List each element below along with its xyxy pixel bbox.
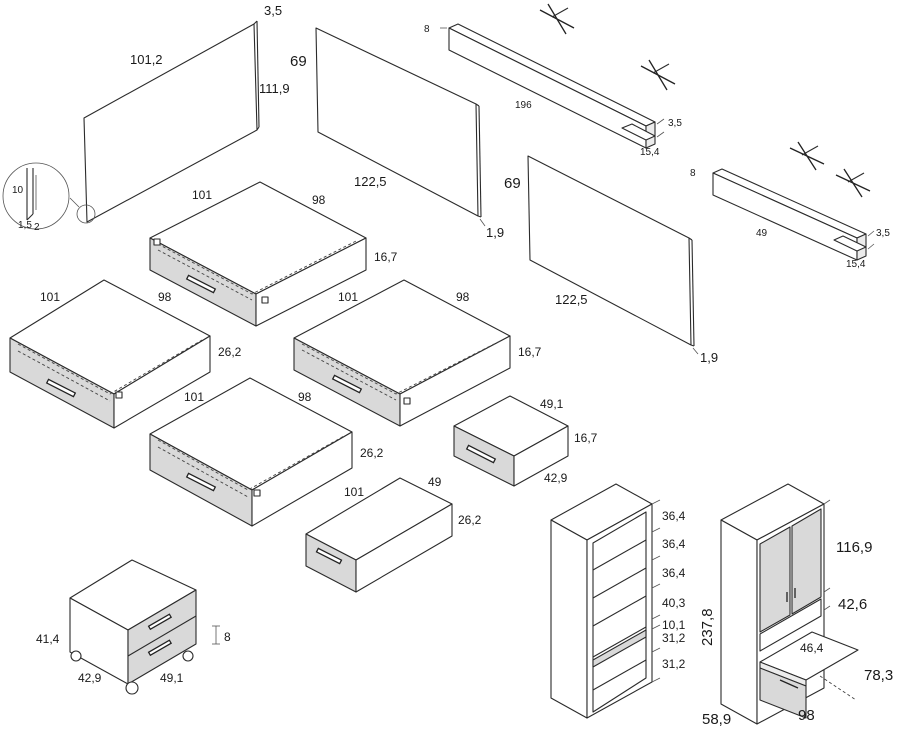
wardrobe-upper-label: 116,9 [836,539,872,556]
detail-left-label: 1,5 [18,220,32,231]
drawer-b-height-label: 26,2 [218,345,242,359]
drawer-f: 49,1 16,7 42,9 [453,395,598,487]
drawer-d-depth-label: 98 [298,390,312,404]
panel-3-width-label: 122,5 [555,292,588,307]
drawer-a: 101 98 16,7 [149,181,398,327]
drawer-e: 101 49 26,2 [305,475,482,593]
drawer-c-height-label: 16,7 [518,345,542,359]
panel-1-thickness-label: 3,5 [264,3,282,18]
detail-right-label: 2 [34,222,40,233]
drawer-c: 101 98 16,7 [293,279,542,427]
wardrobe-depth-label: 98 [798,707,815,724]
shelf-bracket-icon [640,59,676,91]
bookcase: 36,4 36,4 36,4 40,3 10,1 31,2 31,2 237,8 [550,483,716,719]
castor-icon [182,650,194,662]
pedestal: 41,4 42,9 49,1 8 [36,559,231,695]
wardrobe-desk-height-label: 78,3 [864,667,893,684]
wardrobe-middle-label: 42,6 [838,596,867,613]
panel-2: 69 122,5 1,9 [290,27,504,240]
shelf-bracket-icon [539,3,575,35]
shelf-long-length-label: 196 [515,100,532,111]
shelf-long-depth-label: 15,4 [640,147,660,158]
panel-1: 101,2 111,9 3,5 [69,3,290,224]
drawer-c-width-label: 101 [338,290,358,304]
panel-2-thickness-label: 1,9 [486,225,504,240]
shelf-long-height-label: 8 [424,24,430,35]
panel-1-height-label: 111,9 [259,81,290,96]
castor-icon [125,681,139,695]
pedestal-width-label: 42,9 [78,671,102,685]
drawer-b-width-label: 101 [40,290,60,304]
bookcase-section-1-label: 36,4 [662,509,686,523]
shelf-bracket-icon [789,141,825,171]
drawer-a-height-label: 16,7 [374,250,398,264]
wardrobe-pullout-label: 46,4 [800,641,824,655]
bookcase-section-4-label: 40,3 [662,596,686,610]
bookcase-section-5-label: 10,1 [662,618,686,632]
pedestal-depth-label: 49,1 [160,671,184,685]
bookcase-section-3-label: 36,4 [662,566,686,580]
pedestal-height-label: 41,4 [36,632,60,646]
panel-3-thickness-label: 1,9 [700,350,718,365]
drawer-f-depth-label: 42,9 [544,471,568,485]
shelf-long-thickness-label: 3,5 [668,118,682,129]
drawer-b: 101 98 26,2 [9,279,242,429]
shelf-short-height-label: 8 [690,168,696,179]
shelf-short-depth-label: 15,4 [846,259,866,270]
shelf-short-thickness-label: 3,5 [876,228,890,239]
panel-2-width-label: 122,5 [354,174,387,189]
shelf-long: 8 196 3,5 15,4 [424,3,682,158]
drawer-e-height-label: 26,2 [458,513,482,527]
panel-1-width-label: 101,2 [130,52,163,67]
drawer-e-width-label: 101 [344,485,364,499]
joint-detail: 10 1,5 2 [2,162,70,233]
panel-3-height-label: 69 [504,175,521,192]
shelf-bracket-icon [835,168,871,198]
pedestal-castor-label: 8 [224,630,231,644]
drawer-d-height-label: 26,2 [360,446,384,460]
drawer-c-depth-label: 98 [456,290,470,304]
panel-2-height-label: 69 [290,53,307,70]
detail-top-label: 10 [12,185,24,196]
wardrobe: 116,9 42,6 46,4 78,3 58,9 98 [702,483,893,728]
drawer-a-width-label: 101 [192,188,212,202]
drawer-d: 101 98 26,2 [149,377,384,527]
drawer-d-width-label: 101 [184,390,204,404]
shelf-short-length-label: 49 [756,228,768,239]
drawer-e-depth-label: 49 [428,475,442,489]
wardrobe-width-label: 58,9 [702,711,731,728]
shelf-short: 8 49 3,5 15,4 [690,141,890,270]
bookcase-section-2-label: 36,4 [662,537,686,551]
drawer-a-depth-label: 98 [312,193,326,207]
bookcase-section-6-label: 31,2 [662,631,686,645]
drawer-f-width-label: 49,1 [540,397,564,411]
bookcase-total-height-label: 237,8 [699,608,716,646]
drawer-b-depth-label: 98 [158,290,172,304]
bookcase-section-7-label: 31,2 [662,657,686,671]
panel-3: 69 122,5 1,9 [504,155,718,365]
castor-icon [70,650,82,662]
drawer-f-height-label: 16,7 [574,431,598,445]
